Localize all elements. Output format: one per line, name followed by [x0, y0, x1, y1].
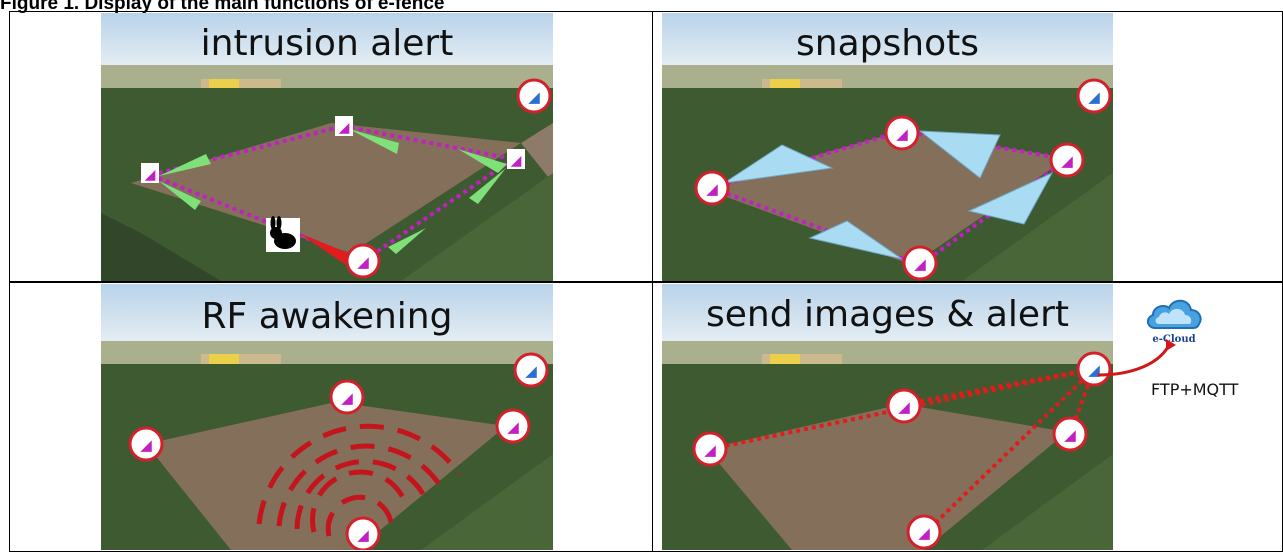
panel-title: intrusion alert [200, 23, 454, 64]
svg-text:◢: ◢ [528, 88, 540, 106]
intrusion-alert-scene: ◢ ◢ ◢ ◢ ◢ [101, 13, 553, 281]
figure-caption: Figure 1. Display of the main functions … [0, 0, 445, 14]
panel-title: send images & alert [706, 294, 1069, 335]
sensor-node-icon: ◢ ◢ ◢ [141, 116, 525, 183]
svg-text:◢: ◢ [525, 362, 537, 380]
svg-text:◢: ◢ [1088, 88, 1100, 106]
table-divider-horizontal [9, 281, 1283, 283]
panel-rf-awakening: ◢ ◢ ◢ ◢ ◢ RF awakening [101, 284, 553, 550]
svg-text:◢: ◢ [507, 418, 519, 436]
upload-arrow-icon [1097, 339, 1176, 377]
gateway-icon: ◢ [513, 352, 549, 388]
sensor-node-icon: ◢ ◢ ◢ ◢ [128, 379, 531, 550]
protocol-label: FTP+MQTT [1151, 380, 1239, 399]
sensor-node-icon: ◢ ◢ ◢ ◢ [692, 388, 1088, 550]
gateway-icon: ◢ [1076, 78, 1112, 114]
sensor-node-icon: ◢ ◢ ◢ ◢ [694, 115, 1085, 281]
svg-text:◢: ◢ [145, 167, 156, 183]
svg-text:◢: ◢ [357, 526, 369, 544]
svg-text:◢: ◢ [341, 389, 353, 407]
svg-text:◢: ◢ [896, 125, 908, 143]
svg-text:◢: ◢ [1064, 426, 1076, 444]
cloud-icon [1141, 288, 1207, 351]
svg-text:◢: ◢ [339, 120, 350, 136]
gateway-icon: ◢ [516, 78, 552, 114]
svg-text:◢: ◢ [918, 524, 930, 542]
rabbit-icon [266, 216, 300, 252]
svg-text:◢: ◢ [898, 398, 910, 416]
panel-intrusion-alert: ◢ ◢ ◢ ◢ ◢ intrusion alert [101, 13, 553, 281]
send-images-scene: ◢ ◢ ◢ ◢ ◢ [662, 284, 1113, 550]
cloud-label: e-Cloud [1152, 334, 1196, 345]
svg-text:◢: ◢ [357, 253, 369, 271]
gateway-icon: ◢ [1076, 351, 1112, 387]
svg-text:◢: ◢ [706, 180, 718, 198]
panel-send-images-alert: ◢ ◢ ◢ ◢ ◢ send images & alert [662, 284, 1113, 550]
svg-text:◢: ◢ [704, 441, 716, 459]
svg-text:◢: ◢ [511, 153, 522, 169]
svg-text:◢: ◢ [1061, 152, 1073, 170]
sensor-node-icon: ◢ [345, 243, 381, 279]
svg-text:◢: ◢ [914, 255, 926, 273]
panel-snapshots: ◢ ◢ ◢ ◢ ◢ snapshots [662, 13, 1113, 281]
svg-text:◢: ◢ [1088, 361, 1100, 379]
snapshots-scene: ◢ ◢ ◢ ◢ ◢ [662, 13, 1113, 281]
panel-title: snapshots [796, 23, 979, 64]
panel-title: RF awakening [201, 296, 453, 337]
svg-text:◢: ◢ [140, 436, 152, 454]
rf-awakening-scene: ◢ ◢ ◢ ◢ ◢ [101, 284, 553, 550]
